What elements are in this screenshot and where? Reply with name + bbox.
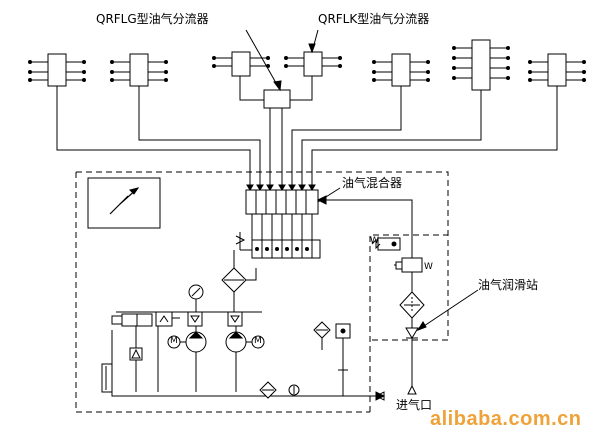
tank-breather (259, 381, 300, 399)
oil-filter (221, 250, 257, 312)
pump-2 (225, 326, 265, 392)
pump-1 (167, 326, 207, 392)
label-leaders (245, 29, 319, 92)
pressure-gauge (188, 284, 204, 312)
watermark: alibaba.com.cn (430, 408, 582, 430)
oil-tank (101, 330, 386, 401)
oil-air-mixer (245, 189, 319, 240)
distributor-2 (110, 53, 168, 87)
air-inlet-label: 进气口 (396, 398, 433, 412)
w-valve-mark: W (370, 236, 379, 246)
central-splitter (239, 76, 313, 109)
air-check-valve (405, 327, 419, 339)
distributor-4 (284, 51, 342, 77)
station-leader (417, 289, 479, 331)
distributor-6 (452, 39, 510, 91)
relief-valve (111, 311, 180, 327)
motor-2-mark: M (254, 336, 262, 346)
air-filter (399, 291, 425, 319)
pump-check-valves (187, 311, 243, 327)
distributor-7 (528, 53, 586, 87)
return-filter (313, 321, 351, 396)
station-leader-arrow (416, 321, 427, 331)
progressive-distributor (235, 232, 321, 259)
level-switch (129, 326, 159, 392)
pressure-switch (371, 237, 401, 251)
pipelines (56, 86, 558, 191)
air-solenoid-valve (394, 257, 423, 273)
station-boundary (75, 171, 449, 413)
distributor-5 (372, 53, 430, 87)
distributor-1 (28, 53, 86, 87)
qrflk-splitter-label: QRFLK型油气分流器 (318, 12, 430, 26)
air-supply-line (316, 195, 417, 395)
lubrication-station-label: 油气润滑站 (478, 278, 539, 292)
control-box (87, 177, 161, 229)
motor-1-mark: M (170, 336, 178, 346)
oil-air-mixer-label: 油气混合器 (342, 176, 403, 190)
qrflg-splitter-label: QRFLG型油气分流器 (96, 12, 209, 26)
w-tank-mark: W (424, 262, 433, 272)
distributor-3 (212, 51, 270, 77)
